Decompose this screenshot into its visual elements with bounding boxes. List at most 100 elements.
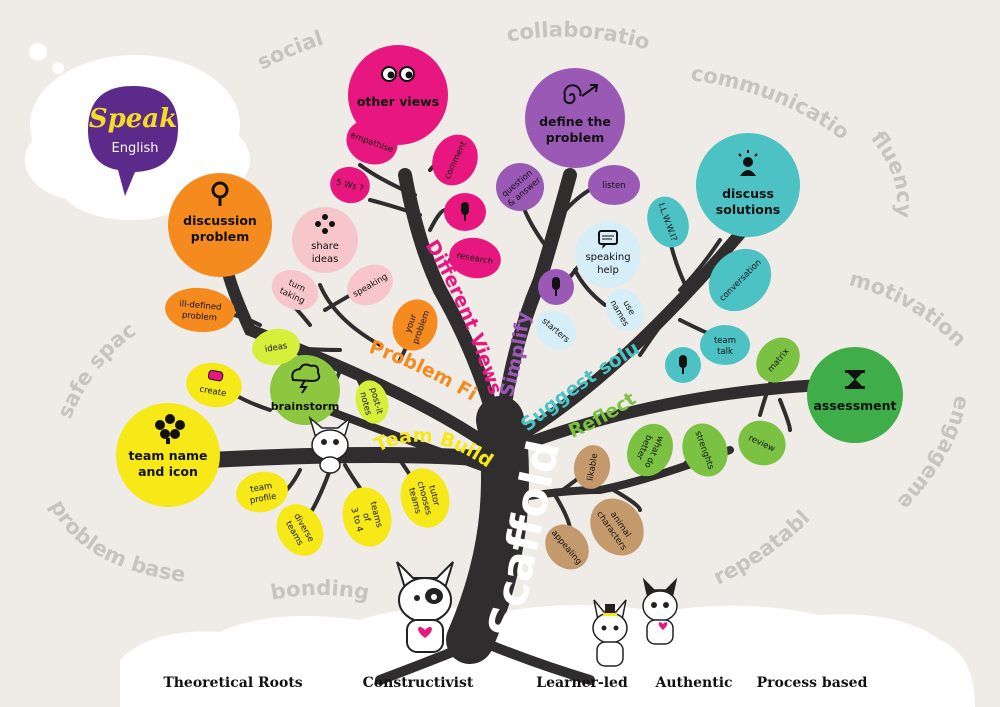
logo-bubble <box>88 86 178 196</box>
discuss-solutions-line2: solutions <box>716 202 780 217</box>
leaf-5ws: 5 Ws ? <box>330 166 370 204</box>
ring-fluency: fluency <box>866 127 916 220</box>
svg-text:of: of <box>360 512 372 523</box>
discuss-solutions-line1: discuss <box>722 186 774 201</box>
svg-text:profile: profile <box>249 492 277 507</box>
branch-label-simplify: Simplify <box>496 310 535 400</box>
leaf-matrix: matrix <box>756 337 800 383</box>
circle-discuss-solutions: discuss solutions <box>696 133 800 237</box>
leaf-speaking: speaking <box>347 264 393 306</box>
microphone-icon <box>461 202 469 215</box>
svg-text:likable: likable <box>586 453 601 482</box>
svg-text:bonding: bonding <box>269 576 372 605</box>
cat-large-left-illustration <box>396 561 454 653</box>
paint-pot-icon <box>207 369 224 382</box>
storm-cloud-icon <box>291 363 321 394</box>
share-nodes-icon <box>315 214 335 234</box>
svg-text:collaboration: collaboration <box>0 0 653 55</box>
svg-text:talk: talk <box>717 347 733 357</box>
speaking-help-line1: speaking <box>585 252 630 263</box>
root-authentic: Authentic <box>654 675 732 691</box>
microphone-icon <box>679 355 687 368</box>
svg-text:ideas: ideas <box>264 341 289 355</box>
leaf-microphone-magenta <box>444 193 486 231</box>
leaf-ill-defined-problem: ill-defined problem <box>165 287 235 333</box>
leaf-team-talk: team talk <box>700 325 750 365</box>
leaf-question-answer: question & answer <box>496 163 544 211</box>
circle-brainstorm: brainstorm <box>270 355 340 425</box>
leaf-appealing: appealing <box>545 524 589 570</box>
svg-text:social: social <box>253 26 326 75</box>
root-theoretical-roots: Theoretical Roots <box>163 675 302 691</box>
svg-text:listen: listen <box>602 181 625 191</box>
leaf-strenghts: strenghts <box>682 423 728 477</box>
leaf-your-problem: your problem <box>392 299 438 351</box>
team-name-line1: team name <box>128 448 207 463</box>
cat-small-middle-illustration <box>592 599 628 667</box>
circle-share-ideas: share ideas <box>292 207 358 273</box>
share-ideas-line2: ideas <box>312 254 339 265</box>
leaf-microphone-purple <box>538 269 574 305</box>
leaf-tutor-chooses-teams: tutor chooses teams <box>400 468 450 528</box>
circle-speaking-help: speaking help <box>575 222 641 288</box>
root-constructivist: Constructivist <box>363 675 474 691</box>
share-ideas-line1: share <box>311 241 339 252</box>
circle-team-name-icon: team name and icon <box>116 403 220 507</box>
ring-bonding: bonding <box>269 576 372 605</box>
leaf-turn-taking: turn taking <box>271 270 319 310</box>
leaf-post-it-notes: post-it notes <box>355 380 389 424</box>
leaf-animal-characters: animal characters <box>590 498 644 556</box>
other-views-label: other views <box>357 94 439 109</box>
ground-cloud <box>120 605 975 707</box>
speak-english-logo <box>88 86 178 196</box>
leaf-ilwwi: I.L.W.W.I? <box>647 196 689 248</box>
discussion-problem-line1: discussion <box>183 213 257 228</box>
leaf-what-do-better: what do better <box>627 423 673 477</box>
root-learner-led: Learner-led <box>536 675 628 691</box>
cat-small-right-illustration <box>642 577 678 645</box>
leaf-teams-3-to-4: teams of 3 to 4 <box>342 487 392 547</box>
ring-motivation: motivation <box>847 267 971 352</box>
lightbulb-person-icon <box>738 150 758 176</box>
circle-assessment: assessment <box>807 347 903 443</box>
ring-social: social <box>253 26 326 75</box>
leaf-listen: listen <box>588 165 640 205</box>
team-cluster-icon <box>155 414 185 444</box>
leaf-comment: comment <box>432 134 478 186</box>
leaf-research: research <box>449 237 501 279</box>
leaf-conversation: conversation <box>708 248 772 312</box>
logo-speak-text: Speak <box>89 104 177 134</box>
define-problem-line2: problem <box>546 130 604 145</box>
circle-define-problem: define the problem <box>525 68 625 168</box>
team-name-line2: and icon <box>138 464 198 479</box>
leaf-create: create <box>186 362 242 408</box>
leaf-team-profile: team profile <box>236 471 288 513</box>
svg-text:team: team <box>250 481 273 495</box>
leaf-starters: starters <box>535 310 577 350</box>
circle-discussion-problem: discussion problem <box>168 173 272 277</box>
svg-text:problem: problem <box>181 310 217 323</box>
define-problem-line1: define the <box>539 114 611 129</box>
leaf-ideas: ideas <box>252 328 300 366</box>
svg-text:Simplify: Simplify <box>496 310 535 400</box>
leaf-microphone-teal <box>665 347 701 383</box>
ring-collaboration: collaboration <box>0 0 653 55</box>
cat-on-branch-illustration <box>308 415 352 474</box>
svg-text:motivation: motivation <box>847 267 971 352</box>
microphone-icon <box>552 277 560 290</box>
leaf-likable: likable <box>573 445 611 489</box>
brainstorm-label: brainstorm <box>271 400 340 413</box>
leaf-review: review <box>738 420 786 466</box>
svg-text:create: create <box>199 385 227 400</box>
eyes-icon <box>381 66 415 82</box>
leaf-empathise: empathise <box>346 119 398 165</box>
spiral-arrow-icon <box>563 84 599 105</box>
svg-text:ill-defined: ill-defined <box>179 299 222 313</box>
heart-icon <box>418 626 432 638</box>
leaf-use-names: use names <box>605 288 645 332</box>
hourglass-icon <box>845 370 865 389</box>
chat-bubble-icon <box>598 230 618 249</box>
assessment-label: assessment <box>813 398 896 413</box>
